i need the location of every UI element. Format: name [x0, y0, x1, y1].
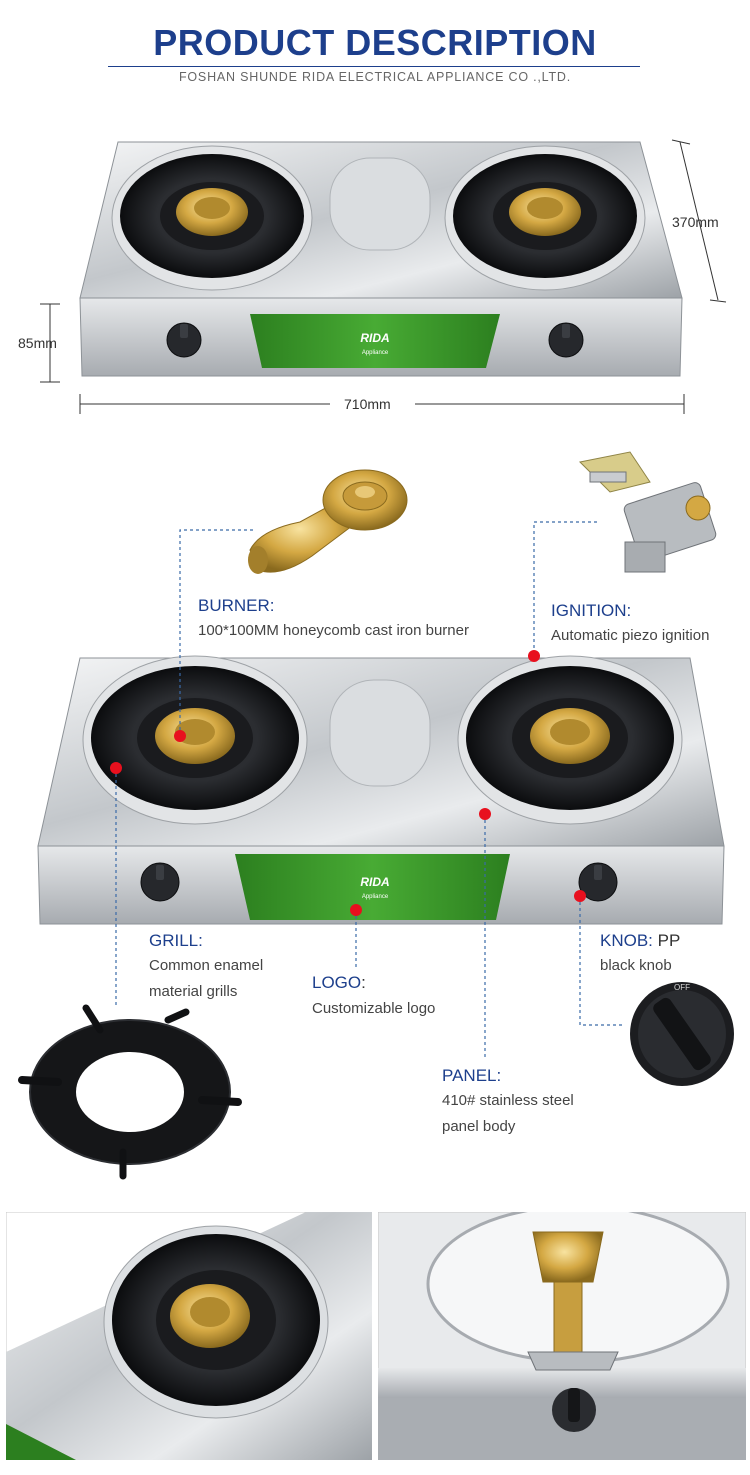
- burner-title: BURNER:: [198, 596, 275, 615]
- burner-part-image: [248, 469, 408, 574]
- depth-dimension-label: 370mm: [672, 214, 719, 230]
- knob-part-image: OFF: [630, 982, 734, 1086]
- ignition-part-image: [578, 451, 717, 573]
- panel-title: PANEL:: [442, 1066, 502, 1085]
- panel-description-line2: panel body: [442, 1118, 516, 1135]
- logo-description: Customizable logo: [312, 1000, 436, 1017]
- title-divider: [108, 66, 640, 67]
- page-title: PRODUCT DESCRIPTION: [153, 22, 597, 63]
- detail-photo-ignition: [378, 1212, 746, 1460]
- grill-description-line1: Common enamel: [149, 957, 264, 974]
- svg-text:Appliance: Appliance: [362, 894, 389, 900]
- svg-text:RIDA: RIDA: [360, 875, 389, 889]
- grill-description-line2: material grills: [149, 983, 238, 1000]
- knob-off-mark: OFF: [674, 983, 690, 992]
- company-name: FOSHAN SHUNDE RIDA ELECTRICAL APPLIANCE …: [178, 70, 572, 84]
- knob-description: black knob: [600, 957, 672, 974]
- burner-description: 100*100MM honeycomb cast iron burner: [198, 622, 469, 639]
- panel-description-line1: 410# stainless steel: [442, 1092, 574, 1109]
- depth-dimension-line: [679, 141, 719, 301]
- ignition-marker: [528, 650, 540, 662]
- brand-logo: RIDA: [360, 331, 389, 345]
- stove-center-recess: [329, 157, 431, 251]
- ignition-title: IGNITION:: [551, 601, 632, 620]
- stove-dimension-figure: RIDA Appliance: [40, 139, 727, 414]
- knob-marker: [574, 890, 586, 902]
- height-dimension-label: 85mm: [18, 335, 57, 351]
- logo-marker: [350, 904, 362, 916]
- stove-feature-figure: RIDA Appliance: [37, 655, 725, 925]
- logo-title: LOGO:: [312, 973, 366, 992]
- svg-text:Appliance: Appliance: [362, 350, 389, 356]
- knob-title: KNOB: PP: [600, 931, 681, 950]
- knob-left: [166, 322, 202, 358]
- panel-marker: [479, 808, 491, 820]
- knob-right: [548, 322, 584, 358]
- brand-panel: [250, 314, 500, 368]
- width-dimension-label: 710mm: [344, 396, 391, 412]
- ignition-description: Automatic piezo ignition: [551, 627, 710, 644]
- burner-marker: [174, 730, 186, 742]
- grill-title: GRILL:: [149, 931, 203, 950]
- grill-part-image: [18, 1004, 242, 1180]
- grill-marker: [110, 762, 122, 774]
- detail-photo-burner: [6, 1212, 372, 1460]
